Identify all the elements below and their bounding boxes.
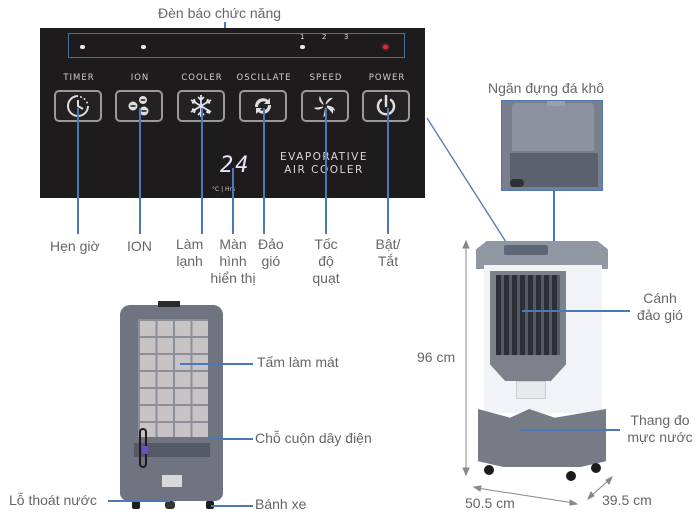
leader-line xyxy=(139,108,141,234)
leader-line xyxy=(201,108,203,234)
arrow-head xyxy=(462,239,470,249)
drain-label: Lỗ thoát nước xyxy=(9,492,97,508)
cord-holder xyxy=(134,443,210,457)
indicator-lights-label: Đèn báo chức năng xyxy=(158,5,282,21)
wheel xyxy=(484,465,494,475)
cooler-front-view xyxy=(476,241,608,481)
cooler-label: Làm lạnh xyxy=(176,236,203,270)
ion-title: ION xyxy=(130,73,150,83)
ion-icon xyxy=(128,96,149,116)
leader-line xyxy=(108,500,170,502)
leader-line xyxy=(522,310,630,312)
display-label-line: hiển thị xyxy=(210,270,256,286)
water-gauge-label-line: mực nước xyxy=(627,429,693,445)
leader-line xyxy=(263,108,265,234)
cooler-title: COOLER xyxy=(181,73,223,83)
timer-title: TIMER xyxy=(63,73,95,83)
timer-icon xyxy=(67,95,89,117)
display-label-line: hình xyxy=(219,253,247,269)
depth-dimension-line xyxy=(589,478,611,498)
depth-label: 39.5 cm xyxy=(602,492,652,508)
oscillate-label-line: Đảo xyxy=(258,236,284,252)
brand-line-1: EVAPORATIVE xyxy=(280,151,368,163)
oscillate-icon xyxy=(254,98,272,114)
cooling-pad xyxy=(138,319,208,437)
speed-label-line: quạt xyxy=(312,270,340,286)
louver-label-line: Cánh xyxy=(643,290,677,306)
power-led xyxy=(383,45,388,49)
ion-led xyxy=(141,45,146,49)
water-gauge-label-line: Thang đo xyxy=(630,412,690,428)
display-label: Màn hình hiển thị xyxy=(208,236,258,287)
louver-label: Cánh đảo gió xyxy=(630,290,690,324)
speed-button[interactable] xyxy=(301,90,349,122)
leader-line xyxy=(180,363,253,365)
leader-line xyxy=(210,438,253,440)
power-title: POWER xyxy=(368,73,406,83)
wheel xyxy=(591,463,601,473)
wheel xyxy=(206,501,214,509)
cooler-button[interactable] xyxy=(177,90,225,122)
brand-text: EVAPORATIVE AIR COOLER xyxy=(280,151,368,177)
ice-box-image xyxy=(501,100,603,191)
leader-line xyxy=(387,108,389,234)
power-button[interactable] xyxy=(362,90,410,122)
power-label: Bật/ Tắt xyxy=(373,236,403,270)
leader-line xyxy=(211,505,253,507)
leader-line xyxy=(553,191,555,241)
leader-line xyxy=(520,429,620,431)
speed-level-2: 2 xyxy=(322,33,327,41)
speed-label-line: độ xyxy=(318,253,334,269)
ion-button[interactable] xyxy=(115,90,163,122)
power-icon xyxy=(376,94,396,116)
cooling-pad-label: Tấm làm mát xyxy=(257,354,339,370)
arrow-head xyxy=(605,475,613,485)
wheel-label: Bánh xe xyxy=(255,496,307,512)
display-label-line: Màn xyxy=(219,236,247,252)
width-dimension-line xyxy=(476,487,575,504)
cooler-back-view xyxy=(120,301,223,509)
panel-to-cooler-line xyxy=(426,117,507,243)
ion-label: ION xyxy=(127,238,152,254)
leader-line xyxy=(232,168,234,234)
speed-led xyxy=(300,45,305,49)
oscillate-label-line: gió xyxy=(261,253,281,269)
wheel xyxy=(132,501,140,509)
arrow-head xyxy=(462,467,470,477)
indicator-frame xyxy=(68,33,405,58)
cord-holder-label: Chỗ cuộn dây điện xyxy=(255,430,372,446)
power-label-line: Tắt xyxy=(377,253,399,269)
speed-level-3: 3 xyxy=(344,33,349,41)
power-label-line: Bật/ xyxy=(375,236,401,252)
arrow-head xyxy=(587,491,595,501)
speed-level-1: 1 xyxy=(300,33,305,41)
oscillate-label: Đảo gió xyxy=(258,236,284,270)
display-unit: °C | Hrs xyxy=(212,186,236,193)
arrow-head xyxy=(472,485,482,492)
cooler-label-line: Làm xyxy=(176,236,204,252)
water-gauge-label: Thang đo mực nước xyxy=(622,412,698,446)
label-plate xyxy=(162,475,182,487)
arrow-head xyxy=(569,499,579,506)
speed-title: SPEED xyxy=(309,73,343,83)
cooler-label-line: lạnh xyxy=(176,253,203,269)
ice-box-label: Ngăn đựng đá khô xyxy=(488,80,605,96)
timer-label: Hẹn giờ xyxy=(50,238,100,254)
drain-plug xyxy=(165,501,175,509)
width-label: 50.5 cm xyxy=(465,495,515,511)
brand-line-2: AIR COOLER xyxy=(284,164,364,176)
temperature-display: 24 xyxy=(220,153,251,178)
leader-line xyxy=(224,22,226,33)
speed-label-line: Tốc xyxy=(314,236,338,252)
timer-led xyxy=(80,45,85,49)
leader-line xyxy=(77,108,79,234)
leader-line xyxy=(325,108,327,234)
speed-label: Tốc độ quạt xyxy=(312,236,340,287)
wheel xyxy=(566,471,576,481)
louver-label-line: đảo gió xyxy=(637,307,683,323)
height-label: 96 cm xyxy=(417,349,456,365)
oscillate-title: OSCILLATE xyxy=(236,73,292,83)
